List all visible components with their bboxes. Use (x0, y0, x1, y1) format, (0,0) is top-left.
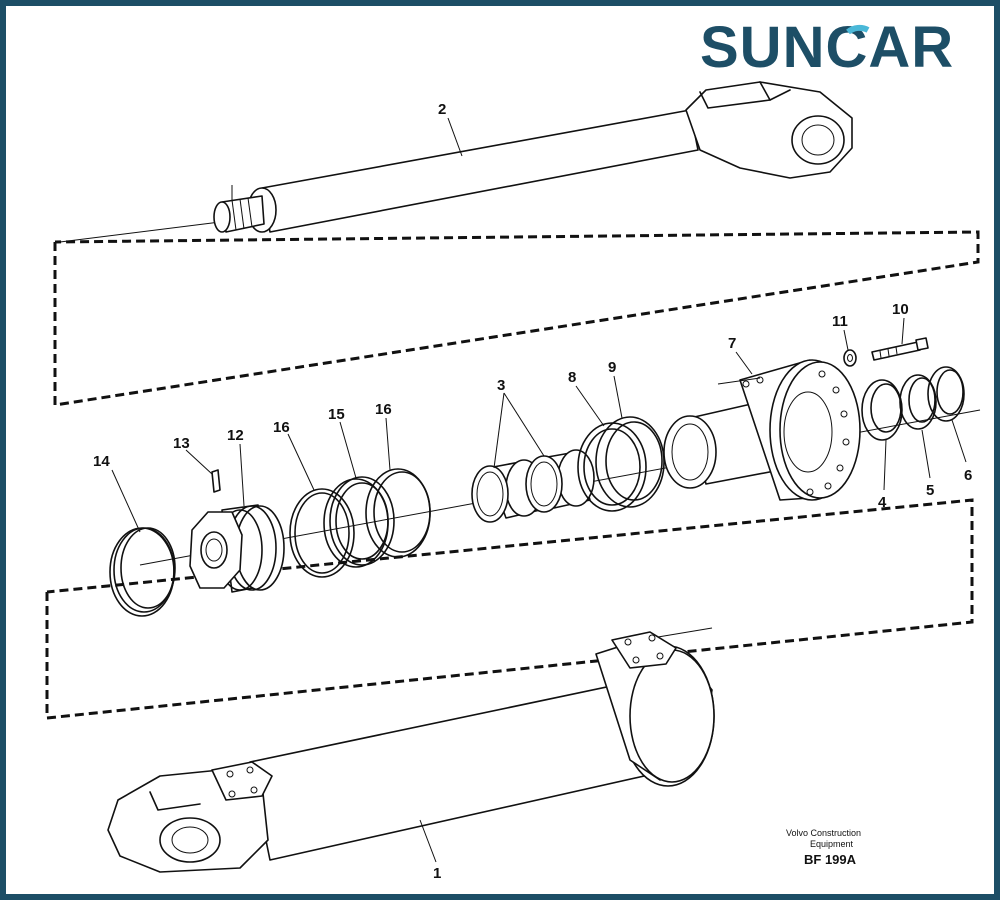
screw-10 (871, 337, 929, 361)
logo-text: SUNCAR (700, 15, 954, 80)
washer-11 (843, 349, 857, 367)
leader-lines (111, 117, 967, 863)
cylinder-head-7 (663, 359, 861, 501)
label-part-16-left: 16 (273, 419, 290, 436)
label-part-6: 6 (964, 467, 972, 484)
suncar-logo: SUNCAR (700, 15, 954, 80)
upper-dashed-boundary (53, 230, 980, 407)
label-part-7: 7 (728, 335, 736, 352)
logo-accent-arc (846, 24, 870, 35)
label-part-1: 1 (433, 865, 441, 882)
label-part-3: 3 (497, 377, 505, 394)
wear-ring-14 (109, 527, 176, 617)
credit-line-2: Equipment (810, 839, 854, 849)
label-part-16-right: 16 (375, 401, 392, 418)
rod-axis-line (59, 221, 221, 243)
label-part-11: 11 (832, 313, 848, 330)
label-part-9: 9 (608, 359, 616, 376)
seal-4 (861, 379, 903, 441)
seal-ring-16b (365, 468, 431, 558)
drawing-code: BF 199A (804, 852, 857, 867)
credit-line-1: Volvo Construction (786, 828, 861, 838)
seal-ring-16a (289, 488, 355, 578)
lower-dashed-boundary (45, 498, 974, 720)
label-part-13: 13 (173, 435, 190, 452)
seal-5 (899, 374, 937, 430)
label-part-8: 8 (568, 369, 576, 386)
piston-12 (189, 504, 285, 593)
label-part-12: 12 (227, 427, 244, 444)
pin-13 (211, 469, 221, 493)
seal-ring-15 (323, 476, 395, 568)
piston-rod (213, 81, 853, 233)
ring-9 (595, 416, 665, 508)
cylinder-tube (107, 627, 715, 873)
label-part-15: 15 (328, 406, 345, 423)
label-part-5: 5 (926, 482, 934, 499)
seal-6 (927, 366, 965, 422)
label-part-10: 10 (892, 301, 909, 318)
label-part-4: 4 (878, 494, 887, 511)
label-part-14: 14 (93, 453, 110, 470)
label-part-2: 2 (438, 101, 446, 118)
credit-block: Volvo Construction Equipment BF 199A (786, 828, 861, 867)
